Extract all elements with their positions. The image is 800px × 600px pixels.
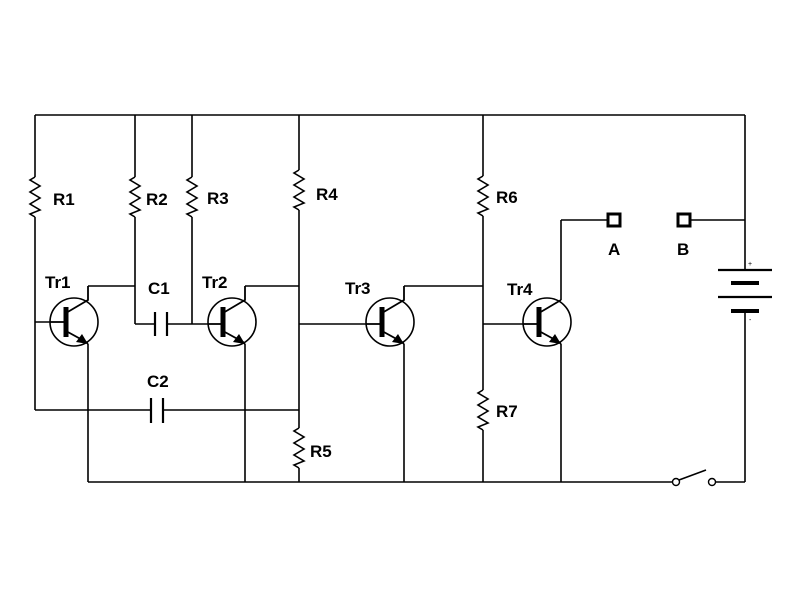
tr4-collector-lead [538, 299, 562, 314]
tr2-emitter-arrow [233, 334, 245, 344]
resistor-r1 [28, 176, 42, 218]
switch[interactable] [671, 469, 717, 487]
resistors [28, 169, 490, 469]
label-battery-minus: - [749, 317, 752, 324]
label-terminal-a: A [608, 240, 620, 259]
resistor-r6 [476, 175, 490, 217]
tr2-collector-lead [222, 286, 246, 314]
tr3-collector-lead [381, 286, 405, 314]
battery [718, 268, 772, 313]
transistor-tr3 [365, 286, 415, 347]
tr4-emitter-arrow [549, 334, 561, 344]
wires [34, 114, 746, 483]
label-tr3: Tr3 [345, 279, 371, 298]
tr3-body [365, 297, 415, 347]
terminal-b[interactable] [676, 212, 692, 228]
transistor-tr4 [522, 297, 572, 347]
label-c1: C1 [148, 279, 170, 298]
terminal-a[interactable] [606, 212, 622, 228]
label-tr1: Tr1 [45, 273, 71, 292]
transistor-tr2 [207, 286, 257, 347]
label-r5: R5 [310, 442, 332, 461]
switch-contact-right [707, 477, 717, 487]
label-r7: R7 [496, 402, 518, 421]
label-tr2: Tr2 [202, 273, 228, 292]
tr3-emitter-arrow [392, 334, 404, 344]
switch-lever[interactable] [678, 469, 707, 481]
capacitor-c1 [153, 312, 169, 336]
label-c2: C2 [147, 372, 169, 391]
labels: R1 R2 R3 R4 R5 R6 R7 C1 C2 Tr1 Tr2 Tr3 T… [45, 185, 752, 461]
label-tr4: Tr4 [507, 280, 533, 299]
label-terminal-b: B [677, 240, 689, 259]
resistor-r7 [476, 389, 490, 431]
label-battery-plus: + [748, 261, 752, 268]
switch-contact-left [671, 477, 681, 487]
label-r6: R6 [496, 188, 518, 207]
tr2-body [207, 297, 257, 347]
transistor-tr1 [49, 286, 99, 347]
label-r4: R4 [316, 185, 338, 204]
resistor-r2 [128, 176, 142, 218]
label-r3: R3 [207, 189, 229, 208]
resistor-r3 [185, 176, 199, 218]
resistor-r5 [292, 427, 306, 469]
capacitor-c2 [149, 398, 165, 423]
label-r2: R2 [146, 190, 168, 209]
tr4-body [522, 297, 572, 347]
tr1-collector-lead [65, 286, 89, 314]
tr1-emitter-arrow [76, 334, 88, 344]
resistor-r4 [292, 169, 306, 211]
label-r1: R1 [53, 190, 75, 209]
